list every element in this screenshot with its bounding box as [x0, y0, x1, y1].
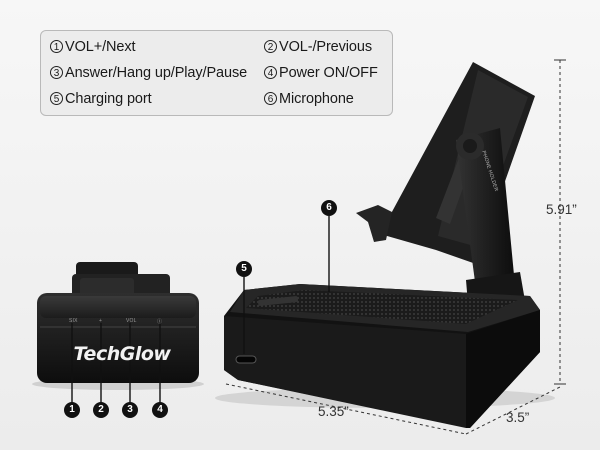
height-dimension: 5.91” — [546, 202, 577, 217]
side-view-speaker — [215, 62, 555, 428]
callout-6: 6 — [321, 200, 337, 216]
support-arm — [456, 128, 516, 304]
legend-label: VOL-/Previous — [279, 39, 372, 55]
button-mark-2: + — [99, 318, 103, 324]
depth-dimension: 3.5” — [506, 410, 530, 425]
number-badge: 5 — [50, 92, 63, 105]
dimension-lines — [225, 59, 566, 435]
button-mark-4: Ⓘ — [157, 319, 163, 325]
front-view-speaker — [32, 262, 204, 390]
legend-label: Microphone — [279, 91, 354, 107]
button-mark-1: SIX — [69, 318, 78, 324]
legend-label: Answer/Hang up/Play/Pause — [65, 65, 248, 81]
width-dimension: 5.35” — [318, 404, 349, 419]
callout-4: 4 — [152, 402, 168, 418]
button-mark-3: VOL — [126, 318, 137, 324]
charging-port — [235, 355, 257, 364]
speaker-grille — [246, 290, 518, 324]
number-badge: 6 — [264, 92, 277, 105]
techglow-logo: TechGlow — [73, 343, 171, 365]
number-badge: 3 — [50, 66, 63, 79]
legend-label: VOL+/Next — [65, 39, 136, 55]
callout-lines — [71, 216, 330, 404]
number-badge: 4 — [264, 66, 277, 79]
legend-label: Charging port — [65, 91, 152, 107]
callout-2: 2 — [93, 402, 109, 418]
callout-1: 1 — [64, 402, 80, 418]
legend-label: Power ON/OFF — [279, 65, 378, 81]
callout-3: 3 — [122, 402, 138, 418]
callout-5: 5 — [236, 261, 252, 277]
number-badge: 1 — [50, 40, 63, 53]
number-badge: 2 — [264, 40, 277, 53]
phone-holder-hook — [356, 205, 392, 242]
